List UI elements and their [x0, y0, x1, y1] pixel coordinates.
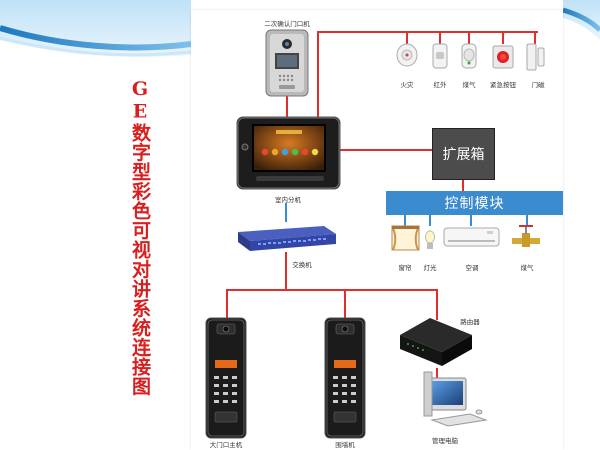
connection-lines — [226, 31, 538, 378]
sensor-bus-line — [317, 31, 538, 118]
main-gate-unit-device — [205, 317, 247, 439]
indoor-unit-device — [236, 116, 341, 190]
page-title: GE数字型彩色可视对讲系统连接图 — [129, 78, 151, 396]
door-magnet-icon — [526, 43, 545, 71]
sensor-label-fire: 火灾 — [400, 81, 414, 89]
expansion-box: 扩展箱 — [432, 128, 495, 180]
appliance-label-gas: 煤气 — [520, 264, 534, 272]
sensor-label-gas: 煤气 — [462, 81, 476, 89]
switch-label: 交换机 — [292, 261, 312, 269]
wall-unit-label: 围墙机 — [335, 441, 355, 449]
gas-sensor-icon — [461, 43, 477, 69]
sensor-label-emergency: 紧急按钮 — [490, 81, 516, 89]
diagram-panel — [191, 10, 563, 450]
management-pc-device — [423, 371, 488, 427]
control-module-bar: 控制模块 — [386, 191, 563, 215]
infrared-sensor-icon — [432, 43, 448, 69]
pc-label: 管理电脑 — [432, 437, 458, 445]
light-bulb-icon — [425, 230, 435, 249]
sensor-label-door: 门磁 — [531, 81, 545, 89]
router-label: 路由器 — [460, 318, 480, 326]
door-camera-label: 二次确认门口机 — [264, 20, 310, 28]
appliance-label-light: 灯光 — [423, 264, 437, 272]
main-gate-label: 大门口主机 — [209, 441, 243, 449]
network-switch-device — [238, 226, 336, 251]
curtain-icon — [391, 225, 420, 251]
router-device — [400, 318, 472, 366]
wall-unit-device — [324, 317, 366, 439]
lan-bus-line — [226, 289, 438, 320]
fire-sensor-icon — [396, 43, 418, 67]
appliance-label-ac: 空调 — [465, 264, 479, 272]
sensor-label-infrared: 红外 — [433, 81, 447, 89]
appliance-label-curtain: 窗帘 — [398, 264, 412, 272]
air-conditioner-icon — [443, 227, 500, 247]
indoor-unit-label: 室内分机 — [275, 196, 301, 204]
emergency-button-icon — [492, 45, 514, 69]
door-camera-device — [265, 29, 309, 97]
gas-valve-icon — [512, 225, 540, 247]
